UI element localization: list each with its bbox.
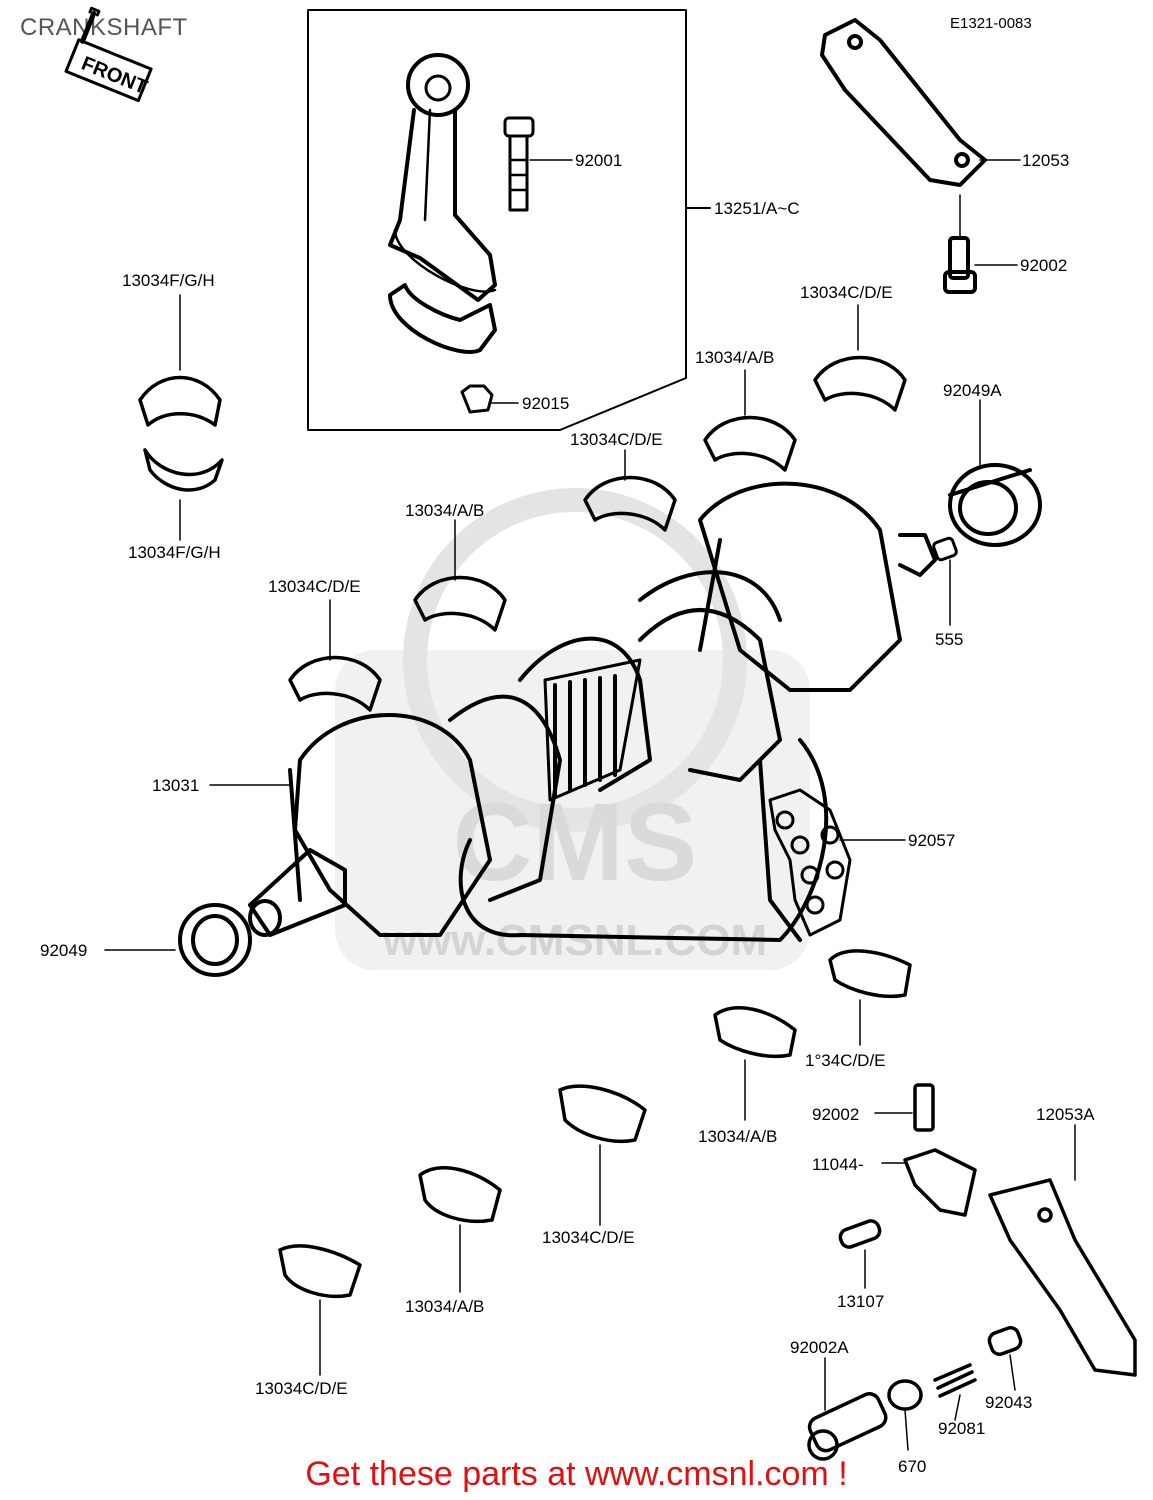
oil-seal-92049a-drawing [948,463,1042,547]
connecting-rod-box [307,9,711,431]
label-92049: 92049 [40,941,87,960]
leader-lines [104,159,1076,1451]
part-labels: 92001 13251/A~C 12053 92002 13034F/G/H 1… [40,151,1095,1476]
label-92001: 92001 [575,151,622,170]
cmsnl-watermark: CMS www.CMSNL.COM [335,488,810,970]
label-13034cde-5: 13034C/D/E [542,1228,635,1247]
label-13034cde-2: 13034C/D/E [570,430,663,449]
lower-hardware-drawing [807,1083,1137,1461]
label-13034ab-2: 13034/A/B [405,501,484,520]
label-11044: 11044- [812,1155,864,1174]
label-12053: 12053 [1022,151,1069,170]
front-direction-marker: FRONT [64,6,153,103]
connecting-rod-drawing [388,53,535,414]
label-92002a: 92002A [790,1338,849,1357]
crankshaft-drawing [178,481,937,977]
label-13034ab-4: 13034/A/B [405,1297,484,1316]
label-13034fgh-top: 13034F/G/H [122,271,215,290]
footer-link[interactable]: Get these parts at www.cmsnl.com ! [305,1455,848,1493]
page-title: CRANKSHAFT [20,14,188,41]
label-13034ab-1: 13034/A/B [695,348,774,367]
label-555: 555 [935,630,963,649]
label-13034fgh-bottom: 13034F/G/H [128,543,221,562]
label-92081: 92081 [938,1419,985,1438]
label-92002-top: 92002 [1020,256,1067,275]
label-92057: 92057 [908,831,955,850]
label-13034cde-1: 13034C/D/E [800,283,893,302]
label-13031: 13031 [152,776,199,795]
label-13034cde-3: 13034C/D/E [268,577,361,596]
cam-chain-drawing [768,788,852,937]
label-92002-bottom: 92002 [812,1105,859,1124]
label-13034cde-4: 1°34C/D/E [805,1051,886,1070]
label-92015: 92015 [522,394,569,413]
label-13034cde-6: 13034C/D/E [255,1379,348,1398]
label-13034ab-3: 13034/A/B [698,1127,777,1146]
label-13251: 13251/A~C [714,199,800,218]
bearing-shells-drawing [138,355,912,1298]
chain-guide-12053-drawing [820,18,987,294]
label-92043: 92043 [985,1393,1032,1412]
watermark-brand: CMS [453,781,697,904]
dowel-pin-555 [932,536,958,562]
label-13107: 13107 [837,1292,884,1311]
label-670: 670 [898,1457,926,1476]
drawing-code: E1321-0083 [950,15,1032,32]
label-12053a: 12053A [1036,1105,1095,1124]
label-92049a: 92049A [943,381,1002,400]
